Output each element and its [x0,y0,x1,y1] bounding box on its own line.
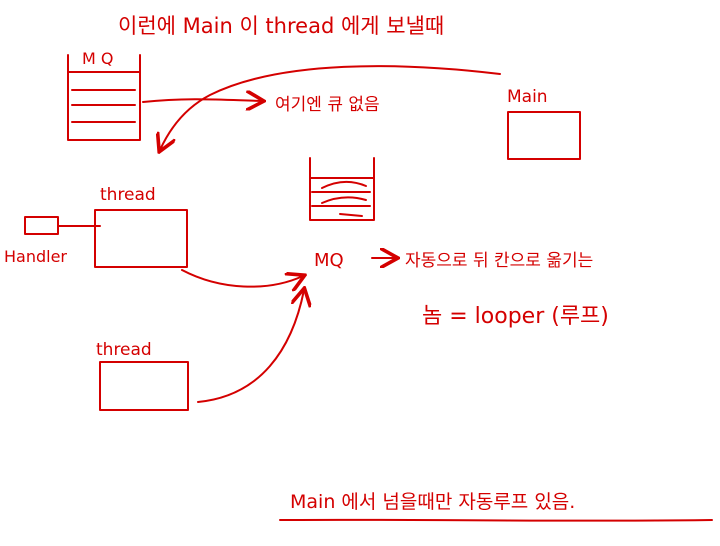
thread-top-box [94,209,188,268]
handler-box [24,216,59,235]
no-queue-note: 여기엔 큐 없음 [275,95,380,115]
thread-to-mq-arrow [181,269,303,287]
handler-label: Handler [4,247,67,266]
mq-to-note-arrow [142,99,262,102]
page-title: 이런에 Main 이 thread 에게 보낼때 [118,14,444,38]
thread-bottom-label: thread [96,340,152,360]
mq-top-label: M Q [82,49,113,68]
message-queue-center [309,157,375,221]
thread-bottom-to-mq-arrow [197,290,304,403]
main-label: Main [507,87,548,107]
footer-underline [279,518,713,522]
main-to-thread-arrow [160,65,501,150]
message-queue-top [67,54,141,141]
looper-note: 놈 = looper (루프) [422,304,609,329]
thread-top-label: thread [100,185,156,205]
footer-note: Main 에서 넘을때만 자동루프 있음. [290,491,575,513]
main-box [507,111,581,160]
thread-bottom-box [99,361,189,411]
mq-center-label: MQ [314,250,344,271]
auto-move-note: 자동으로 뒤 칸으로 옮기는 [405,251,593,271]
